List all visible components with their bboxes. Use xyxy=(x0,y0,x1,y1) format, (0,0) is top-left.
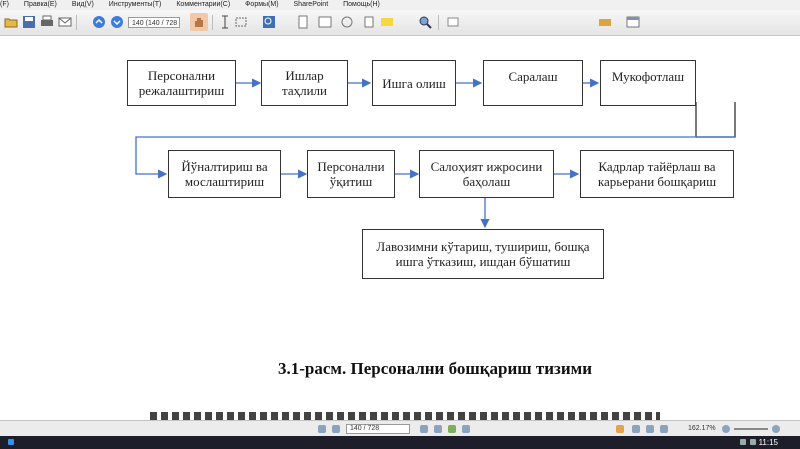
box-rewarding: Мукофотлаш xyxy=(600,60,696,106)
box-personnel-planning: Персонални режалаштириш xyxy=(127,60,236,106)
figure-caption: 3.1-расм. Персонални бошқариш тизими xyxy=(278,359,593,378)
toolbar: 140 (140 / 728 xyxy=(0,10,800,36)
page-down-icon[interactable] xyxy=(110,15,124,29)
rotate-icon[interactable] xyxy=(340,15,354,29)
menu-help[interactable]: Помощь(H) xyxy=(343,1,380,8)
play-icon[interactable] xyxy=(448,425,456,433)
snapshot-icon[interactable] xyxy=(234,15,248,29)
box-performance-evaluation: Салоҳият ижросини баҳолаш xyxy=(419,150,554,198)
zoom-out-icon[interactable] xyxy=(722,425,730,433)
open-icon[interactable] xyxy=(4,15,18,29)
page-up-icon[interactable] xyxy=(92,15,106,29)
menu-comments[interactable]: Комментарии(C) xyxy=(176,1,231,8)
menu-bar: (F) Правка(E) Вид(V) Инструменты(T) Комм… xyxy=(0,0,800,10)
box-career-management: Кадрлар тайёрлаш ва карьерани бошқариш xyxy=(580,150,734,198)
two-page-icon[interactable] xyxy=(632,425,640,433)
box-promotion-dismissal: Лавозимни кўтариш, тушириш, бошқа ишга ў… xyxy=(362,229,604,279)
zoom-level[interactable]: 162.17% xyxy=(688,425,716,432)
flow-connectors xyxy=(135,78,736,229)
menu-file[interactable]: (F) xyxy=(0,1,9,8)
sign-icon[interactable] xyxy=(446,15,460,29)
stop-icon[interactable] xyxy=(462,425,470,433)
fit-width-icon[interactable] xyxy=(318,15,332,29)
find-icon[interactable] xyxy=(416,15,434,29)
single-page-icon[interactable] xyxy=(362,15,376,29)
facing-icon[interactable] xyxy=(660,425,668,433)
menu-tools[interactable]: Инструменты(T) xyxy=(108,1,162,8)
first-page-icon[interactable] xyxy=(318,425,326,433)
network-icon[interactable] xyxy=(740,439,746,445)
fit-page-icon[interactable] xyxy=(296,15,310,29)
status-page-input[interactable]: 140 / 728 xyxy=(346,424,410,434)
start-icon[interactable] xyxy=(8,439,14,445)
menu-sharepoint[interactable]: SharePoint xyxy=(293,1,329,8)
view-mode-icon[interactable] xyxy=(616,425,624,433)
box-personnel-training: Персонални ўқитиш xyxy=(307,150,395,198)
tools-icon[interactable] xyxy=(598,15,612,29)
arrow-5-6 xyxy=(135,136,735,179)
window-icon[interactable] xyxy=(626,15,640,29)
continuous-icon[interactable] xyxy=(646,425,654,433)
taskbar: 11:15 xyxy=(0,436,800,449)
hand-tool-icon[interactable] xyxy=(190,13,208,31)
zoom-slider[interactable] xyxy=(734,428,768,430)
zoom-in-icon[interactable] xyxy=(772,425,780,433)
page-number-input[interactable]: 140 (140 / 728 xyxy=(128,17,180,28)
box-selection: Саралаш xyxy=(483,60,583,106)
next-line-fragment xyxy=(150,410,660,420)
email-icon[interactable] xyxy=(58,15,72,29)
next-page-icon[interactable] xyxy=(420,425,428,433)
status-bar: 140 / 728 162.17% xyxy=(0,420,800,437)
box-orientation-adaptation: Йўналтириш ва мослаштириш xyxy=(168,150,281,198)
volume-icon[interactable] xyxy=(750,439,756,445)
save-icon[interactable] xyxy=(22,15,36,29)
prev-page-icon[interactable] xyxy=(332,425,340,433)
comment-icon[interactable] xyxy=(380,15,394,29)
print-icon[interactable] xyxy=(40,15,54,29)
last-page-icon[interactable] xyxy=(434,425,442,433)
menu-edit[interactable]: Правка(E) xyxy=(23,1,57,8)
link-right-edge xyxy=(696,102,736,138)
select-text-icon[interactable] xyxy=(218,15,232,29)
clock: 11:15 xyxy=(758,438,778,447)
box-job-analysis: Ишлар таҳлили xyxy=(261,60,348,106)
menu-view[interactable]: Вид(V) xyxy=(71,1,94,8)
document-page: Персонални режалаштириш Ишлар таҳлили Иш… xyxy=(0,36,800,420)
menu-forms[interactable]: Формы(M) xyxy=(245,1,279,8)
box-hiring: Ишга олиш xyxy=(372,60,456,106)
zoom-icon[interactable] xyxy=(260,15,278,29)
